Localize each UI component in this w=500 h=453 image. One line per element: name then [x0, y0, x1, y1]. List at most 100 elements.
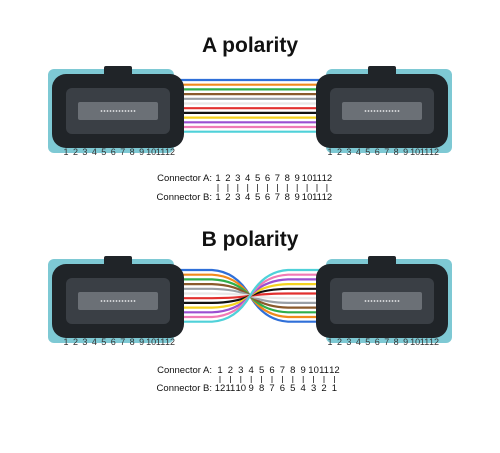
fiber-hole [388, 110, 391, 112]
pin-number: 5 [365, 147, 370, 157]
connector-b-number: 12 [322, 192, 333, 203]
fiber-hole [391, 110, 394, 112]
connector-a-right-latch [368, 66, 396, 78]
pin-number: 5 [365, 337, 370, 347]
connector-a-label: Connector A: [157, 365, 212, 376]
fiber-hole [379, 300, 382, 302]
fiber-hole [118, 110, 121, 112]
fiber-hole [103, 110, 106, 112]
connector-b-number: 1 [215, 192, 220, 203]
connector-b-number: 2 [225, 192, 230, 203]
fiber-hole [130, 110, 133, 112]
connector-b-number: 8 [285, 192, 290, 203]
connector-b-number: 9 [295, 192, 300, 203]
mapping-ticks [219, 376, 335, 383]
pin-number: 4 [356, 147, 361, 157]
pin-number: 9 [139, 147, 144, 157]
pin-number: 5 [101, 147, 106, 157]
connector-b-number: 10 [236, 383, 247, 394]
connector-a-left-latch [104, 66, 132, 78]
connector-b-number: 7 [269, 383, 274, 394]
fiber-hole [394, 300, 397, 302]
pin-number: 2 [337, 147, 342, 157]
pin-number: 11 [156, 337, 165, 347]
fiber-hole [397, 110, 400, 112]
fiber-hole [115, 300, 118, 302]
fiber-hole [118, 300, 121, 302]
pin-number: 7 [384, 147, 389, 157]
pin-number: 11 [156, 147, 165, 157]
connector-a-label: Connector A: [157, 173, 212, 184]
pin-number: 1 [63, 337, 68, 347]
pin-number: 3 [346, 337, 351, 347]
pin-number: 6 [111, 337, 116, 347]
connector-a-number: 12 [329, 365, 340, 376]
fiber-hole [130, 300, 133, 302]
connector-b-number: 1 [332, 383, 337, 394]
connector-a-left-fiber-holes [100, 110, 136, 112]
fibers-a-polarity [170, 78, 330, 133]
connector-a-number: 10 [302, 173, 313, 184]
pin-number: 2 [73, 147, 78, 157]
connector-b-right-fiber-holes [364, 300, 400, 302]
connector-b-number: 6 [280, 383, 285, 394]
connector-a-number: 6 [265, 173, 270, 184]
pin-number: 4 [92, 337, 97, 347]
connector-a-number: 10 [308, 365, 319, 376]
fiber-hole [127, 110, 130, 112]
connector-b-label: Connector B: [157, 192, 212, 203]
pin-number: 6 [375, 337, 380, 347]
pin-number: 9 [403, 147, 408, 157]
pin-number: 3 [346, 147, 351, 157]
pin-number: 4 [356, 337, 361, 347]
fiber-hole [385, 300, 388, 302]
pin-number: 10 [410, 337, 420, 347]
fiber-hole [373, 110, 376, 112]
connector-a-number: 3 [235, 173, 240, 184]
fiber-hole [133, 110, 136, 112]
connector-b-number: 7 [275, 192, 280, 203]
pin-number: 5 [101, 337, 106, 347]
fiber-hole [112, 300, 115, 302]
fiber-hole [364, 300, 367, 302]
connector-b-left-fiber-holes [100, 300, 136, 302]
fiber-hole [388, 300, 391, 302]
pin-number: 12 [429, 337, 439, 347]
fiber-hole [124, 110, 127, 112]
fiber-hole [367, 110, 370, 112]
fiber-hole [373, 300, 376, 302]
connector-b-number: 5 [255, 192, 260, 203]
fiber-hole [109, 300, 112, 302]
fiber-hole [100, 110, 103, 112]
connector-b-right-ferrule [342, 292, 422, 310]
pin-number: 12 [165, 337, 175, 347]
connector-b-left-ferrule [78, 292, 158, 310]
pin-number: 12 [165, 147, 175, 157]
fiber-hole [106, 110, 109, 112]
pin-number: 2 [73, 337, 78, 347]
connector-a-number: 1 [217, 365, 222, 376]
fiber-hole [391, 300, 394, 302]
pin-number: 7 [384, 337, 389, 347]
connector-a-left-ferrule [78, 102, 158, 120]
connector-b-number: 10 [302, 192, 313, 203]
pin-number: 11 [420, 337, 429, 347]
pin-number: 6 [111, 147, 116, 157]
fiber-hole [103, 300, 106, 302]
fiber-hole [385, 110, 388, 112]
connector-a-number: 5 [259, 365, 264, 376]
pin-number: 8 [394, 337, 399, 347]
pin-number: 11 [420, 147, 429, 157]
